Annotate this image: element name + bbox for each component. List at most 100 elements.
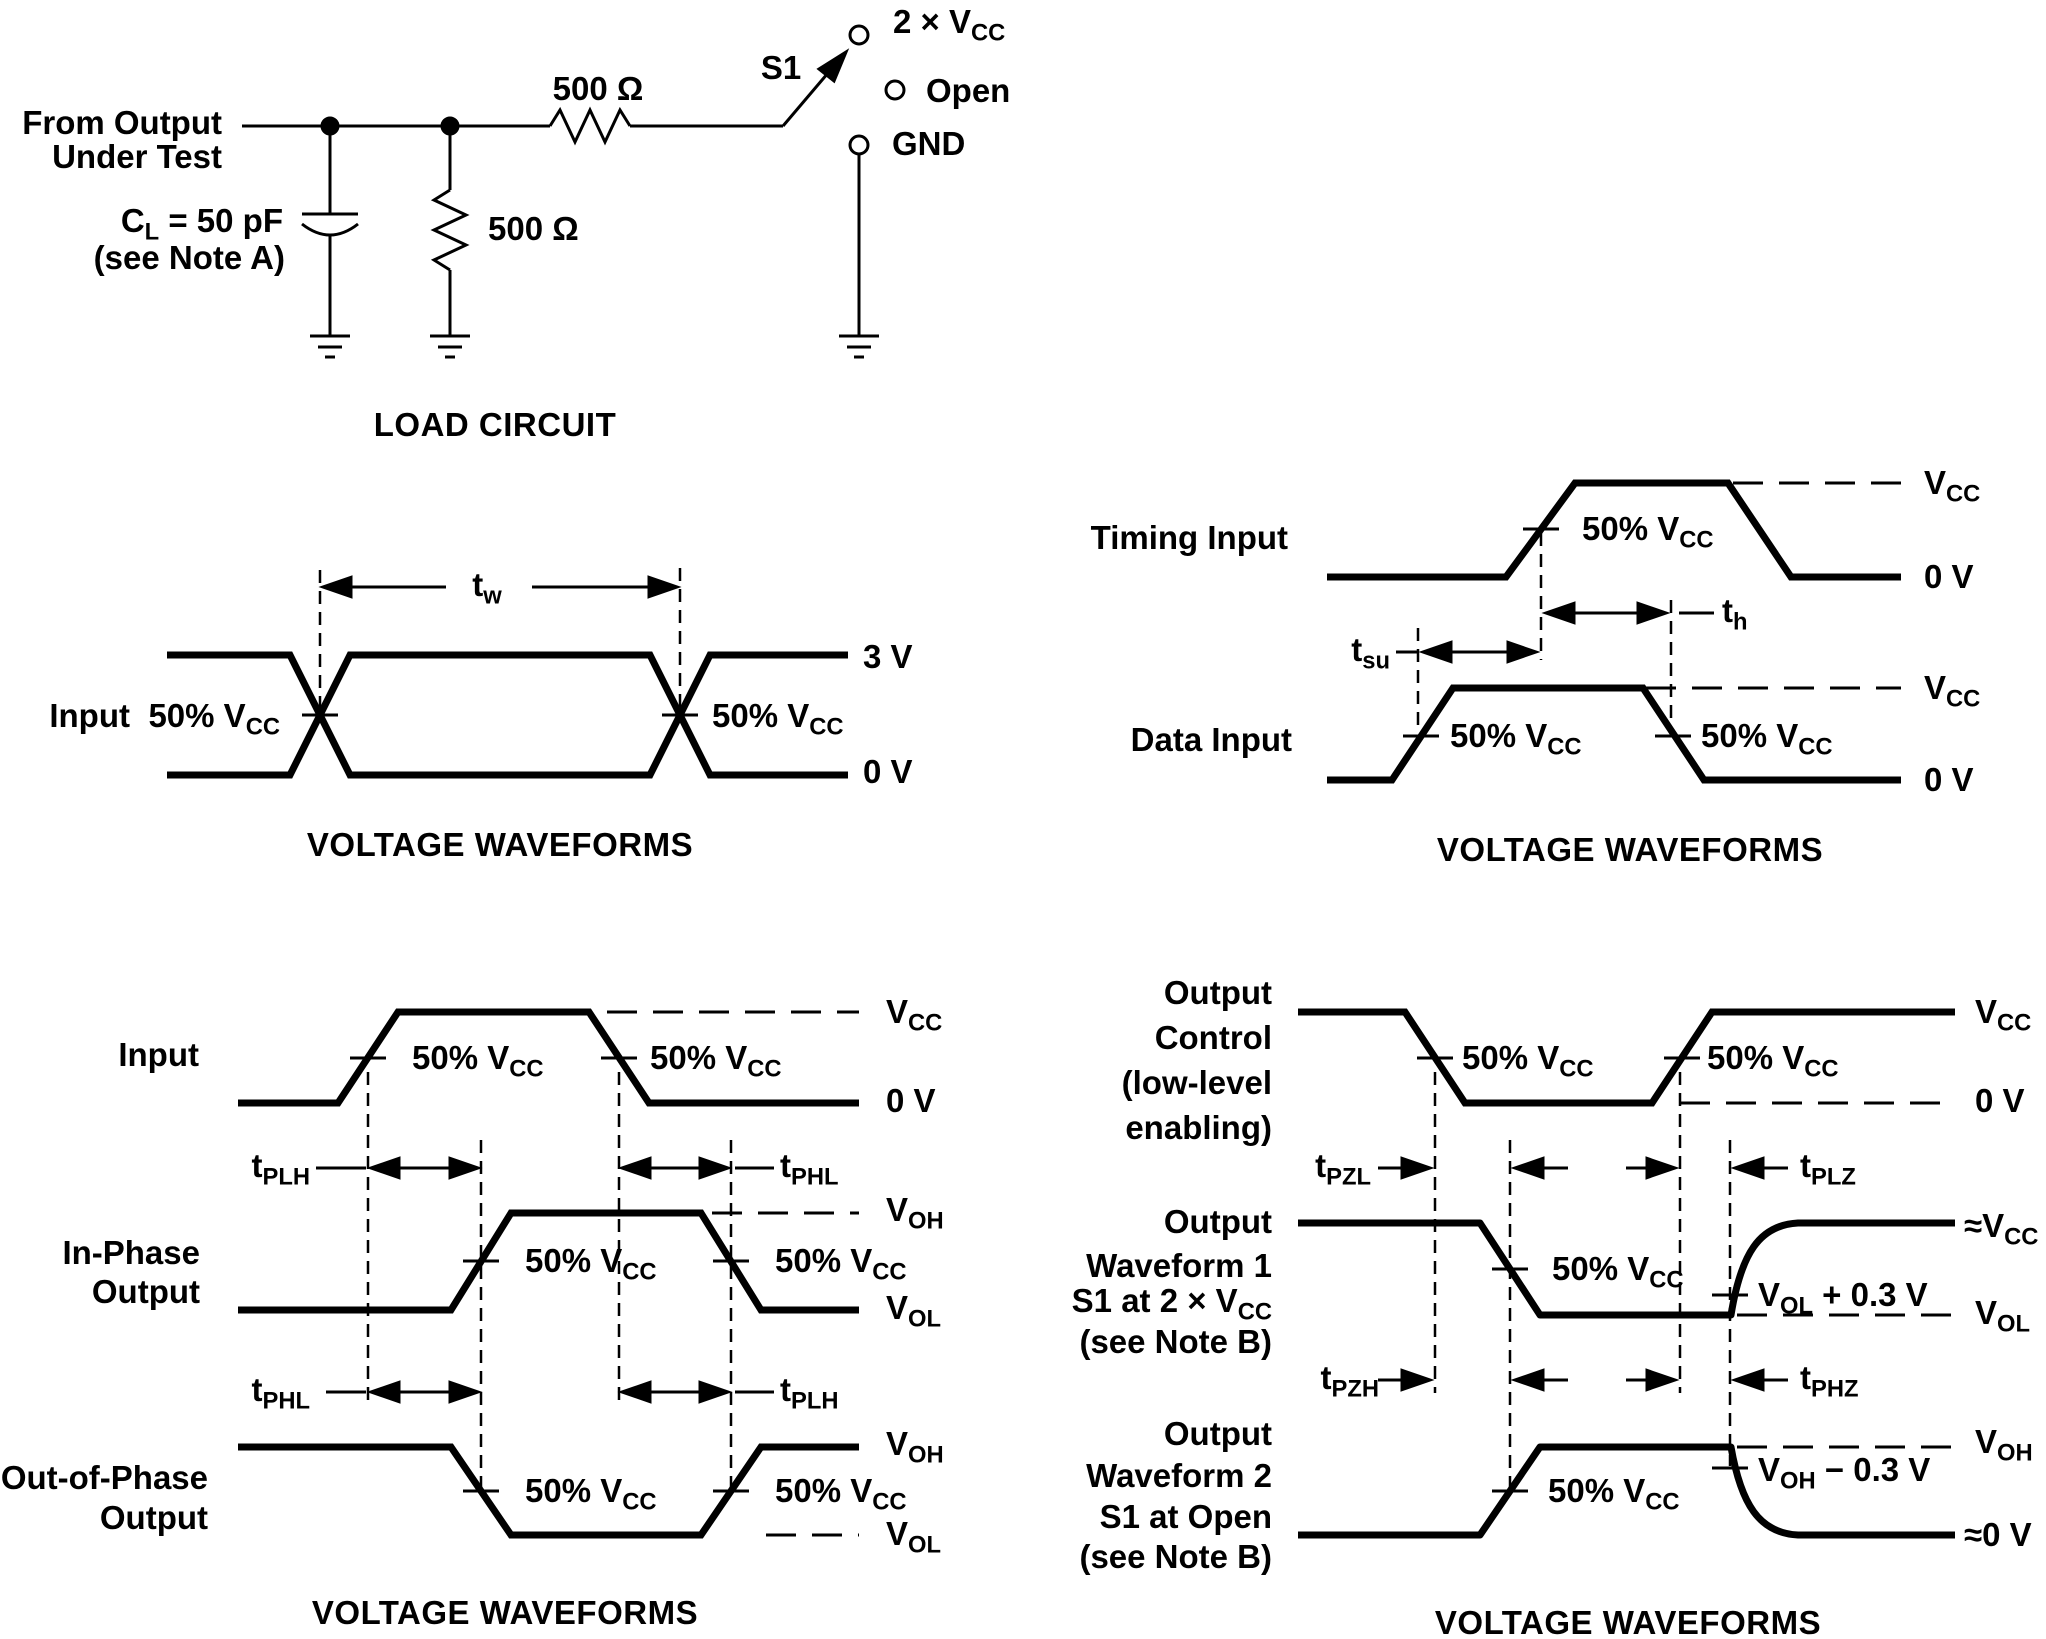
approx-0v-label: ≈0 V	[1964, 1515, 2032, 1553]
tw-arrowhead-right-icon	[647, 575, 682, 599]
timing-input-label: Timing Input	[1090, 518, 1288, 556]
tpzl-row-arrowhead-icon	[1730, 1156, 1765, 1180]
prop-vcc-label: VCC	[886, 992, 943, 1037]
capacitor-plate-curved	[301, 222, 359, 237]
prop-input-label: Input	[118, 1035, 199, 1073]
series-resistor-value: 500 Ω	[552, 69, 644, 107]
vol-plus-03-label: VOL + 0.3 V	[1758, 1275, 1928, 1320]
data-50pct-label-right: 50% VCC	[1701, 716, 1833, 761]
tpzl-row-arrowhead-icon	[1400, 1156, 1435, 1180]
shunt-resistor-symbol	[430, 188, 470, 272]
series-resistor-symbol	[548, 106, 632, 146]
pulse-0v-label: 0 V	[863, 752, 913, 790]
setup-50pct-ticks	[1403, 527, 1691, 738]
voh-minus-03-label: VOH − 0.3 V	[1758, 1450, 1931, 1495]
timing-input-wave	[1327, 479, 1901, 581]
setup-dashed-levels	[1646, 481, 1901, 690]
tpzh-row-arrowhead-icon	[1510, 1368, 1545, 1392]
tw-arrowhead-left-icon	[318, 575, 353, 599]
tphz-label: tPHZ	[1800, 1358, 1859, 1403]
ground-symbol	[430, 334, 470, 359]
output-control-label-line3: (low-level	[1121, 1063, 1272, 1101]
terminal-gnd-label: GND	[892, 124, 966, 162]
out-phase-label-line1: Out-of-Phase	[0, 1458, 208, 1496]
tpzl-label: tPZL	[1315, 1146, 1371, 1191]
data-input-label: Data Input	[1130, 720, 1292, 758]
cl-value-label: CL = 50 pF	[120, 201, 283, 246]
output-control-wave	[1298, 1008, 1955, 1107]
data-0v-label: 0 V	[1924, 760, 1974, 798]
waveform1-label-line2: Waveform 1	[1086, 1246, 1272, 1284]
prop-input-50pct-left: 50% VCC	[412, 1038, 544, 1083]
out-phase-wave	[238, 1443, 859, 1539]
terminal-open-label: Open	[926, 71, 1011, 109]
tplh-label-row1: tPLH	[251, 1146, 311, 1191]
tphl-label-row1: tPHL	[780, 1146, 839, 1191]
ctrl-50pct-right: 50% VCC	[1707, 1038, 1839, 1083]
enable-dashed-levels	[1680, 1101, 1955, 1449]
pulse-input-label: Input	[49, 696, 130, 734]
waveform1-label-line1: Output	[1163, 1202, 1272, 1240]
prop-0v-label: 0 V	[886, 1081, 936, 1119]
out-phase-vol-label: VOL	[886, 1514, 941, 1559]
th-arrowhead-left-icon	[1541, 601, 1576, 625]
th-label: th	[1722, 591, 1748, 636]
out-phase-50pct-right: 50% VCC	[775, 1471, 907, 1516]
tsu-arrowhead-right-icon	[1506, 640, 1541, 664]
switch-name-label: S1	[760, 48, 802, 86]
switch-arrowhead-icon	[816, 48, 850, 84]
data-vcc-label: VCC	[1924, 668, 1981, 713]
waveform1-vol-label: VOL	[1975, 1293, 2030, 1338]
tplz-label: tPLZ	[1800, 1146, 1856, 1191]
ground-symbol	[839, 334, 879, 359]
waveform2-label-line3: S1 at Open	[1099, 1497, 1272, 1535]
timing-50pct-label: 50% VCC	[1582, 509, 1714, 554]
load-circuit-title: LOAD CIRCUIT	[373, 405, 617, 443]
waveform1-50pct-label: 50% VCC	[1552, 1249, 1684, 1294]
prop-input-wave	[238, 1008, 859, 1107]
setup-dashed-verticals	[1416, 533, 1673, 732]
tw-label: tw	[472, 565, 502, 610]
out-phase-label-line2: Output	[99, 1498, 208, 1536]
ground-symbol	[310, 334, 350, 359]
enable-disable-drawing	[1298, 1008, 1955, 1539]
in-phase-label-line1: In-Phase	[62, 1233, 200, 1271]
in-phase-wave	[238, 1209, 859, 1314]
prop-delay-waveforms-title: VOLTAGE WAVEFORMS	[311, 1593, 699, 1631]
row1-arrowhead-icon	[448, 1156, 483, 1180]
pulse-wave-a	[167, 651, 848, 779]
th-arrowhead-right-icon	[1636, 601, 1671, 625]
pulse-waveforms-title: VOLTAGE WAVEFORMS	[306, 825, 694, 863]
tpzh-label: tPZH	[1320, 1358, 1380, 1403]
timing-0v-label: 0 V	[1924, 557, 1974, 595]
row1-arrowhead-icon	[366, 1156, 401, 1180]
out-phase-voh-label: VOH	[886, 1424, 944, 1469]
pulse-dashed-verticals	[318, 568, 682, 712]
prop-50pct-ticks	[350, 1056, 749, 1493]
pulse-3v-label: 3 V	[863, 637, 913, 675]
tpzh-row-arrowhead-icon	[1400, 1368, 1435, 1392]
row2-arrowhead-icon	[366, 1380, 401, 1404]
waveform2-label-line4: (see Note B)	[1079, 1537, 1272, 1575]
output-control-label-line4: enabling)	[1125, 1108, 1272, 1146]
pulse-50pct-label-right: 50% VCC	[712, 696, 844, 741]
approx-vcc-label: ≈VCC	[1964, 1206, 2039, 1251]
timing-vcc-label: VCC	[1924, 463, 1981, 508]
pulse-waveform-drawing	[167, 568, 848, 779]
tplh-label-row2: tPLH	[780, 1370, 839, 1415]
data-50pct-label-left: 50% VCC	[1450, 716, 1582, 761]
ctrl-vcc-label: VCC	[1975, 992, 2032, 1037]
tpzl-row-arrowhead-icon	[1510, 1156, 1545, 1180]
waveform2-label-line1: Output	[1163, 1414, 1272, 1452]
pulse-50pct-label-left: 50% VCC	[148, 696, 280, 741]
ctrl-50pct-left: 50% VCC	[1462, 1038, 1594, 1083]
tsu-label: tsu	[1351, 630, 1390, 675]
switch-blade	[781, 72, 830, 127]
in-phase-voh-label: VOH	[886, 1190, 944, 1235]
out-phase-50pct-left: 50% VCC	[525, 1471, 657, 1516]
terminal-2vcc-label: 2 × VCC	[893, 2, 1006, 47]
waveform1-label-line3: S1 at 2 × VCC	[1071, 1281, 1272, 1326]
row1-arrowhead-icon	[617, 1156, 652, 1180]
